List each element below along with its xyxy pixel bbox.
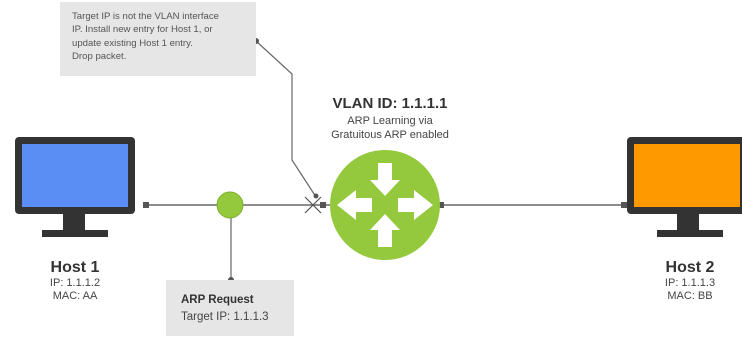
- drop-point-dot: [313, 193, 319, 199]
- port-dot-host2: [621, 202, 627, 208]
- host1-label: Host 1 IP: 1.1.1.2 MAC: AA: [25, 258, 125, 303]
- drop-note-box: Target IP is not the VLAN interface IP. …: [60, 2, 256, 76]
- drop-x-icon: [304, 196, 322, 214]
- note-line: Drop packet.: [72, 51, 127, 63]
- note-line: Target IP is not the VLAN interface: [72, 11, 220, 22]
- vlan-id-title: VLAN ID: 1.1.1.1: [332, 95, 448, 112]
- router-subtitle-line2: Gratuitous ARP enabled: [331, 129, 449, 141]
- host1-ip: IP: 1.1.1.2: [49, 277, 101, 289]
- host1-screen: [22, 144, 128, 207]
- port-dot-router-left: [320, 202, 326, 208]
- host1-monitor-icon: [15, 137, 135, 237]
- port-dot-router-right: [438, 202, 444, 208]
- arp-packet-icon: [216, 191, 244, 219]
- host2-name: Host 2: [665, 259, 715, 276]
- host2-screen: [634, 144, 740, 207]
- host2-ip: IP: 1.1.1.3: [664, 277, 716, 289]
- host2-monitor-icon: [627, 137, 742, 237]
- router-subtitle-line1: ARP Learning via: [347, 115, 433, 127]
- host1-mac: MAC: AA: [52, 290, 98, 302]
- arp-request-target: Target IP: 1.1.1.3: [181, 311, 269, 323]
- note-line: update existing Host 1 entry.: [72, 37, 193, 49]
- note-leader-line: [255, 40, 317, 198]
- note-line: IP. Install new entry for Host 1, or: [72, 24, 213, 36]
- host1-name: Host 1: [50, 259, 100, 276]
- host2-mac: MAC: BB: [667, 290, 713, 302]
- arp-request-title: ARP Request: [181, 294, 254, 306]
- router-icon: [330, 150, 440, 260]
- arp-request-box: ARP Request Target IP: 1.1.1.3: [166, 280, 294, 336]
- host2-label: Host 2 IP: 1.1.1.3 MAC: BB: [640, 258, 740, 303]
- port-dot-host1: [143, 202, 149, 208]
